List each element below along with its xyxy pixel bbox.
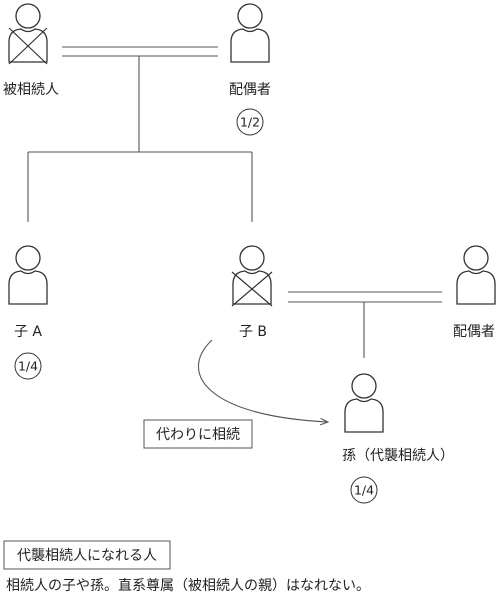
child-a-person-icon (8, 245, 48, 305)
grandchild-share: 1/4 (354, 483, 374, 498)
decedent-label: 被相続人 (3, 81, 59, 98)
spouse-share-circle (236, 108, 264, 136)
child-a-share: 1/4 (18, 359, 38, 374)
spouse-b-label: 配偶者 (453, 324, 495, 340)
child-b-person-icon (232, 245, 272, 305)
grandchild-label: 孫（代襲相続人） (342, 447, 454, 464)
footer-text: 相続人の子や孫。直系尊属（被相続人の親）はなれない。 (6, 577, 370, 594)
substitution-arrow (197, 339, 328, 422)
footer-title-box (3, 540, 171, 570)
decedent-deceased-x-icon (8, 27, 48, 65)
child-b-deceased-x-icon (231, 271, 273, 307)
spouse-label: 配偶者 (229, 82, 271, 98)
substitution-label-box (143, 419, 253, 449)
child-b-label: 子 B (239, 324, 267, 340)
grandchild-person-icon (344, 373, 384, 433)
grandchild-share-circle (350, 476, 378, 504)
substitution-label: 代わりに相続 (156, 426, 240, 443)
child-a-label: 子 A (14, 324, 42, 340)
footer-title: 代襲相続人になれる人 (17, 547, 157, 564)
child-a-share-circle (14, 352, 42, 380)
spouse-b-person-icon (456, 245, 496, 305)
spouse-person-icon (230, 3, 270, 63)
spouse-share: 1/2 (240, 115, 260, 130)
